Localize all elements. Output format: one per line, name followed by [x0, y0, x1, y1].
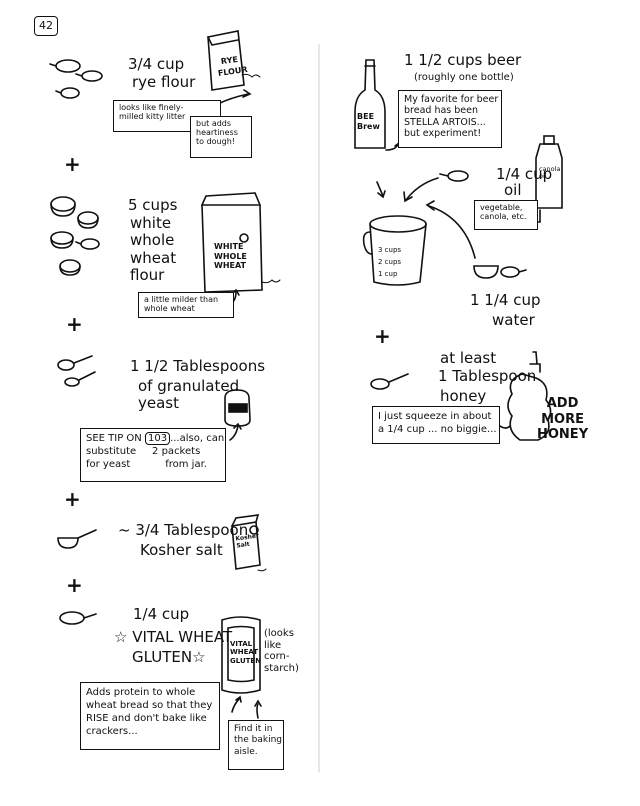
measuring-cup-icon: [439, 170, 469, 182]
tip-ref: 103: [144, 432, 171, 445]
plus-sign: +: [66, 312, 83, 336]
wheat-bag-label: WHITE WHOLE WHEAT: [214, 242, 247, 271]
cup-mark-2: 2 cups: [378, 258, 402, 266]
gluten-bag-label: VITAL WHEAT GLUTEN: [230, 640, 262, 665]
rye-note-2: but adds heartiness to dough!: [196, 119, 238, 146]
measuring-spoons-icon: [57, 355, 96, 387]
gluten-note-2: Find it in the baking aisle.: [234, 724, 282, 757]
yeast-tip: SEE TIP ON 103...also, can substitute 2 …: [86, 432, 224, 471]
tip-line2b: 2 packets: [152, 446, 201, 457]
measuring-cups-icon: [49, 59, 103, 99]
tip-line3a: for yeast: [86, 459, 131, 470]
wheat-note-box: a little milder than whole wheat: [138, 292, 234, 318]
beer-note-box: My favorite for beer bread has been STEL…: [398, 90, 502, 148]
cup-mark-1: 1 cup: [378, 270, 398, 278]
plus-sign: +: [374, 324, 391, 348]
cup-mark-3: 3 cups: [378, 246, 402, 254]
yeast-tip-box: SEE TIP ON 103...also, can substitute 2 …: [80, 428, 226, 482]
honey-line-1: at least: [440, 349, 497, 367]
gluten-note-1: Adds protein to whole wheat bread so tha…: [86, 687, 213, 737]
tip-line3b: from jar.: [165, 459, 207, 470]
rye-note-1: looks like finely- milled kitty litter: [119, 103, 186, 121]
beer-bottle-label: BEE Brew: [357, 112, 380, 131]
rye-bag-label-1: RYE: [220, 54, 239, 67]
oil-amount: 1/4 cup: [496, 165, 553, 183]
measuring-cup-icon: [59, 611, 97, 625]
rye-bag-label-2: FLOUR: [217, 64, 249, 79]
oil-name: oil: [504, 181, 522, 199]
tip-line2a: substitute: [86, 446, 137, 457]
water-amount: 1 1/4 cup: [470, 291, 541, 309]
plus-sign: +: [64, 487, 81, 511]
plus-sign: +: [64, 152, 81, 176]
gluten-amount: 1/4 cup: [133, 605, 190, 623]
yeast-amount: 1 1/2 Tablespoons: [130, 357, 266, 375]
salt-box-label: Kosher Salt: [235, 532, 260, 550]
rye-amount: 3/4 cup: [128, 55, 185, 73]
wheat-note: a little milder than whole wheat: [144, 295, 219, 313]
page-number: 42: [34, 16, 58, 36]
wheat-amount: 5 cups: [128, 196, 178, 214]
beer-note: My favorite for beer bread has been STEL…: [404, 94, 499, 140]
beer-amount: 1 1/2 cups beer: [404, 51, 522, 69]
honey-note-box: I just squeeze in about a 1/4 cup ... no…: [372, 406, 500, 444]
yeast-name: of granulated yeast: [138, 377, 240, 413]
rye-name: rye flour: [132, 73, 196, 91]
measuring-cups-icon: [50, 196, 100, 276]
gluten-note-box: Adds protein to whole wheat bread so tha…: [80, 682, 220, 750]
beer-bottle-icon: [354, 59, 386, 149]
measuring-spoon-icon: [370, 373, 409, 390]
measuring-cups-icon: [473, 265, 527, 279]
oil-note: vegetable, canola, etc.: [480, 203, 527, 221]
gluten-note-box-2: Find it in the baking aisle.: [228, 720, 284, 770]
gluten-side-note: (looks like corn- starch): [264, 628, 299, 674]
honey-callout: ADD MORE HONEY: [537, 396, 589, 443]
beer-sub: (roughly one bottle): [414, 72, 514, 83]
honey-note: I just squeeze in about a 1/4 cup ... no…: [378, 411, 497, 435]
water-name: water: [492, 311, 535, 329]
tip-rest: ...also, can: [170, 433, 225, 444]
honey-line-3: honey: [440, 387, 487, 405]
honey-line-2: 1 Tablespoon: [438, 367, 537, 385]
oil-note-box: vegetable, canola, etc.: [474, 200, 538, 230]
tip-prefix: SEE TIP ON: [86, 433, 142, 444]
measuring-spoon-icon: [57, 529, 97, 549]
salt-name: Kosher salt: [140, 541, 223, 559]
gluten-name-1: ☆ VITAL WHEAT: [114, 628, 233, 646]
gluten-name-2: GLUTEN☆: [132, 648, 206, 666]
plus-sign: +: [66, 573, 83, 597]
salt-amount: ~ 3/4 Tablespoon: [118, 521, 249, 539]
wheat-name: white whole wheat flour: [130, 214, 177, 284]
oil-bottle-label: canola oil: [539, 165, 561, 181]
rye-note-box-2: but adds heartiness to dough!: [190, 116, 252, 158]
